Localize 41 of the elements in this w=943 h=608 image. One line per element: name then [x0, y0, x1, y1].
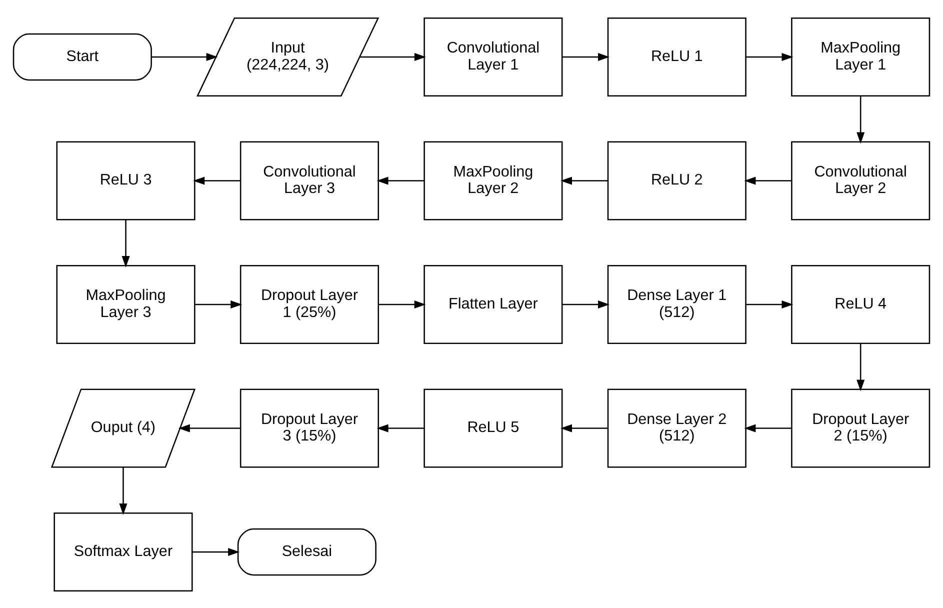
node-box: Dropout Layer 3 (15%) [240, 388, 380, 468]
arrow [378, 300, 426, 308]
arrow [192, 547, 240, 556]
arrow [122, 219, 130, 267]
arrow [560, 176, 608, 184]
arrow [746, 52, 794, 61]
node-box: Convolutional Layer 2 [791, 140, 930, 220]
arrow [744, 176, 792, 184]
arrow [360, 52, 426, 61]
node-box: MaxPooling Layer 2 [424, 140, 563, 220]
arrow [744, 424, 792, 432]
node-box: MaxPooling Layer 3 [56, 264, 196, 344]
node-box: ReLU 4 [791, 264, 930, 344]
arrow [562, 300, 610, 308]
arrow [193, 176, 240, 184]
node-box: Dense Layer 1 (512) [607, 264, 746, 344]
node-box: Convolutional Layer 1 [424, 16, 563, 96]
arrow [178, 424, 240, 432]
node-box: MaxPooling Layer 1 [791, 16, 930, 96]
arrow [151, 52, 218, 61]
node-box: ReLU 3 [56, 140, 196, 220]
node-box: Flatten Layer [424, 264, 563, 344]
arrow [746, 300, 794, 308]
node-box: ReLU 1 [607, 16, 746, 96]
arrow [856, 342, 865, 391]
arrow [119, 466, 128, 514]
node-box: ReLU 5 [424, 388, 563, 468]
node-box: Start [12, 32, 152, 80]
node-box: Selesai [237, 528, 376, 576]
arrow [562, 52, 610, 61]
node-box: Dense Layer 2 (512) [607, 388, 746, 468]
arrow [195, 300, 242, 308]
node-box: Dropout Layer 2 (15%) [791, 388, 930, 468]
arrow [376, 176, 424, 184]
node-box: Convolutional Layer 3 [240, 140, 380, 220]
node-box: Softmax Layer [54, 512, 193, 592]
arrow [560, 424, 608, 432]
arrow [376, 424, 424, 432]
arrow [856, 95, 865, 144]
node-box: ReLU 2 [607, 140, 746, 220]
node-box: Dropout Layer 1 (25%) [240, 264, 380, 344]
